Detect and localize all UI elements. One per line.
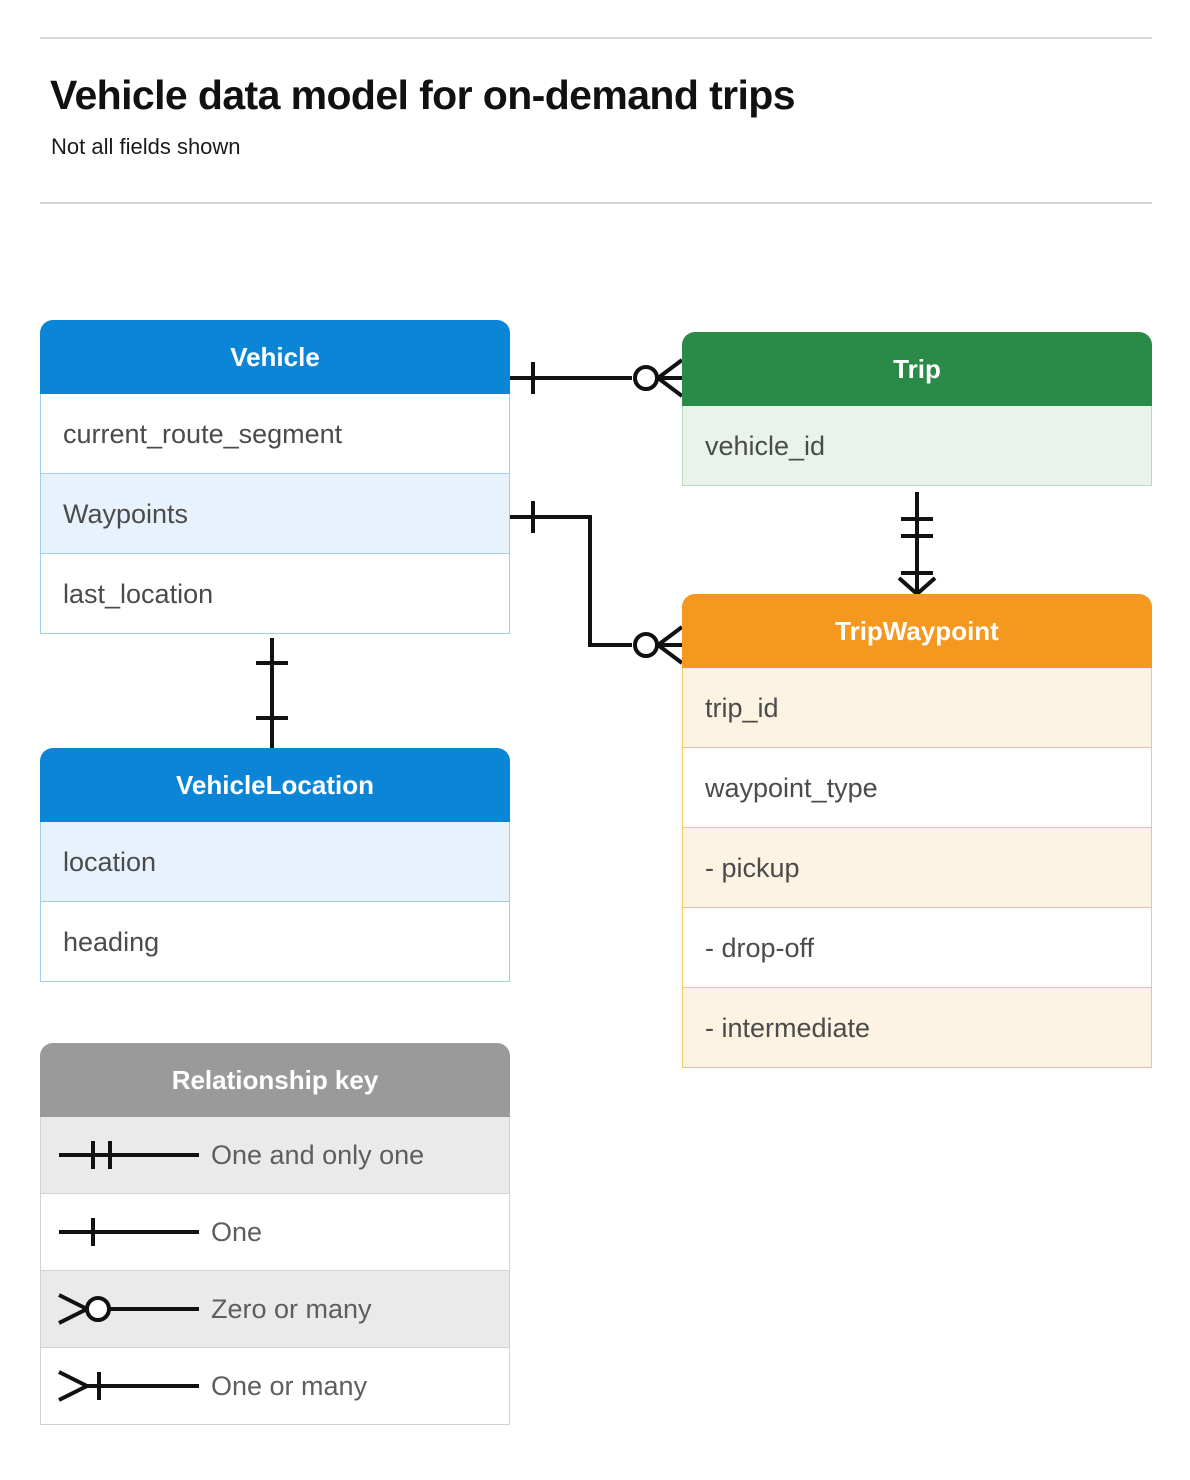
entity-trip-waypoint[interactable]: TripWaypoint trip_id waypoint_type - pic… [682,594,1152,1068]
entity-trip-waypoint-enum-drop-off: - drop-off [682,908,1152,988]
relationship-key-title: Relationship key [40,1043,510,1117]
legend-label-one-and-only-one: One and only one [211,1139,425,1170]
one-and-only-one-symbol [41,1135,211,1175]
zero-or-many-symbol [41,1289,211,1329]
connector-trip-tripwaypoint [897,492,937,596]
legend-label-one-or-many: One or many [211,1370,368,1401]
one-or-many-symbol [41,1366,211,1406]
entity-trip-waypoint-title: TripWaypoint [682,594,1152,668]
entity-vehicle-location-field-location: location [40,822,510,902]
entity-vehicle-location-title: VehicleLocation [40,748,510,822]
legend-row-zero-or-many: Zero or many [40,1271,510,1348]
entity-trip-waypoint-enum-intermediate: - intermediate [682,988,1152,1068]
page-title: Vehicle data model for on-demand trips [50,72,796,118]
header-divider-top [40,37,1152,39]
entity-vehicle-field-current-route-segment: current_route_segment [40,394,510,474]
entity-vehicle-location[interactable]: VehicleLocation location heading [40,748,510,982]
entity-trip[interactable]: Trip vehicle_id [682,332,1152,486]
legend-label-one: One [211,1216,263,1247]
entity-vehicle-title: Vehicle [40,320,510,394]
legend-row-one: One [40,1194,510,1271]
legend-row-one-and-only-one: One and only one [40,1117,510,1194]
entity-vehicle[interactable]: Vehicle current_route_segment Waypoints … [40,320,510,634]
entity-trip-waypoint-enum-pickup: - pickup [682,828,1152,908]
entity-trip-title: Trip [682,332,1152,406]
entity-trip-waypoint-field-waypoint-type: waypoint_type [682,748,1152,828]
connector-vehicle-trip [510,358,684,398]
legend-label-zero-or-many: Zero or many [211,1293,372,1324]
one-symbol [41,1212,211,1252]
entity-trip-waypoint-field-trip-id: trip_id [682,668,1152,748]
legend-row-one-or-many: One or many [40,1348,510,1425]
header-divider-bottom [40,202,1152,204]
relationship-key-legend: Relationship key One and only one One [40,1043,510,1425]
entity-vehicle-field-last-location: last_location [40,554,510,634]
connector-waypoints-tripwaypoint [510,501,684,665]
page-subtitle: Not all fields shown [51,134,241,159]
connector-vehicle-vehiclelocation [256,638,288,748]
entity-vehicle-field-waypoints: Waypoints [40,474,510,554]
entity-trip-field-vehicle-id: vehicle_id [682,406,1152,486]
entity-vehicle-location-field-heading: heading [40,902,510,982]
